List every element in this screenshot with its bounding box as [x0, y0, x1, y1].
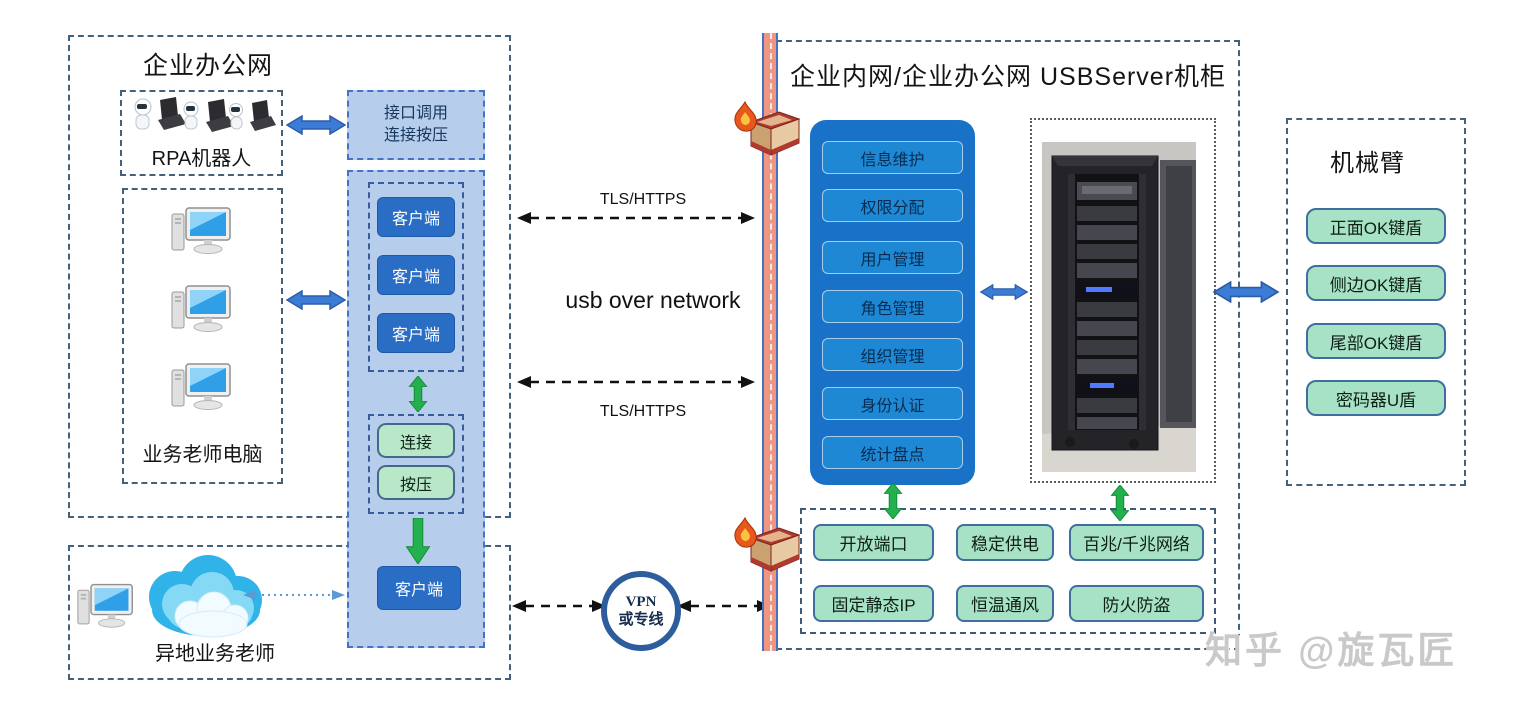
client-group-box [368, 182, 464, 372]
teachers-client-arrow [286, 290, 346, 310]
api-line2: 连接按压 [383, 127, 448, 144]
robot-arm-region [1286, 118, 1466, 486]
robot-arm-title: 机械臂 [1330, 150, 1405, 177]
rpa-api-arrow [286, 115, 346, 135]
env-button: 百兆/千兆网络 [1069, 524, 1204, 561]
intranet-title: 企业内网/企业办公网 [790, 63, 1032, 91]
rack-arm-arrow [1212, 281, 1280, 303]
env-button: 稳定供电 [956, 524, 1054, 561]
env-button: 防火防盗 [1069, 585, 1204, 622]
desktop-computer-icon [171, 207, 231, 254]
panel-env-arrow [883, 483, 903, 519]
panel-rack-arrow [980, 283, 1028, 301]
panel-button: 信息维护 [822, 141, 963, 174]
tls-label-bottom: TLS/HTTPS [599, 403, 687, 420]
vpn-line2: 或专线 [618, 612, 664, 628]
arm-button: 正面OK键盾 [1306, 208, 1446, 244]
firewall-bar [762, 33, 778, 651]
desktop-computer-icon [77, 583, 133, 628]
watermark: 知乎 @旋瓦匠 [1205, 630, 1458, 671]
firewall-icon [734, 100, 801, 156]
vpn-arrow-left [512, 600, 606, 612]
arm-button: 侧边OK键盾 [1306, 265, 1446, 301]
client-button: 客户端 [377, 255, 455, 295]
press-button: 按压 [377, 465, 455, 500]
connect-press-box [368, 414, 464, 514]
panel-button: 权限分配 [822, 189, 963, 222]
firewall-icon [734, 516, 801, 572]
env-button: 固定静态IP [813, 585, 934, 622]
cloud-icon [149, 555, 262, 638]
tls-arrow-top [517, 212, 755, 224]
vpn-line1: VPN [625, 594, 657, 610]
tls-arrow-bottom [517, 376, 755, 388]
arm-button: 密码器U盾 [1306, 380, 1446, 416]
desktop-computer-icon [171, 285, 231, 332]
api-call-box: 接口调用 连接按压 [347, 90, 485, 160]
rpa-box: RPA机器人 [120, 90, 283, 176]
rpa-robots-icon [134, 97, 276, 132]
teachers-label: 业务老师电脑 [142, 444, 263, 466]
connect-button: 连接 [377, 423, 455, 458]
server-rack-photo [1042, 142, 1196, 472]
remote-client-button: 客户端 [377, 566, 461, 610]
environment-box [800, 508, 1216, 634]
panel-button: 统计盘点 [822, 436, 963, 469]
remote-teacher-label: 异地业务老师 [155, 643, 275, 665]
env-button: 恒温通风 [956, 585, 1054, 622]
panel-button: 角色管理 [822, 290, 963, 323]
client-button: 客户端 [377, 313, 455, 353]
panel-button: 组织管理 [822, 338, 963, 371]
client-button: 客户端 [377, 197, 455, 237]
tls-label-top: TLS/HTTPS [599, 191, 687, 208]
remote-client-dotted-arrow [243, 590, 345, 600]
press-client-arrow [405, 518, 431, 564]
desktop-computer-icon [171, 363, 231, 410]
panel-button: 用户管理 [822, 241, 963, 274]
env-button: 开放端口 [813, 524, 934, 561]
vpn-circle: VPN 或专线 [601, 571, 681, 651]
client-connect-arrow [408, 376, 428, 412]
teacher-computers-box: 业务老师电脑 [122, 188, 283, 484]
usbserver-cabinet-title: USBServer机柜 [1040, 63, 1227, 91]
panel-button: 身份认证 [822, 387, 963, 420]
rpa-label: RPA机器人 [151, 148, 252, 170]
vpn-arrow-right [677, 600, 771, 612]
arm-button: 尾部OK键盾 [1306, 323, 1446, 359]
office-network-title: 企业办公网 [143, 52, 274, 80]
rack-env-arrow [1110, 485, 1130, 521]
usb-over-network-label: usb over network [565, 287, 741, 313]
api-line1: 接口调用 [383, 105, 448, 123]
